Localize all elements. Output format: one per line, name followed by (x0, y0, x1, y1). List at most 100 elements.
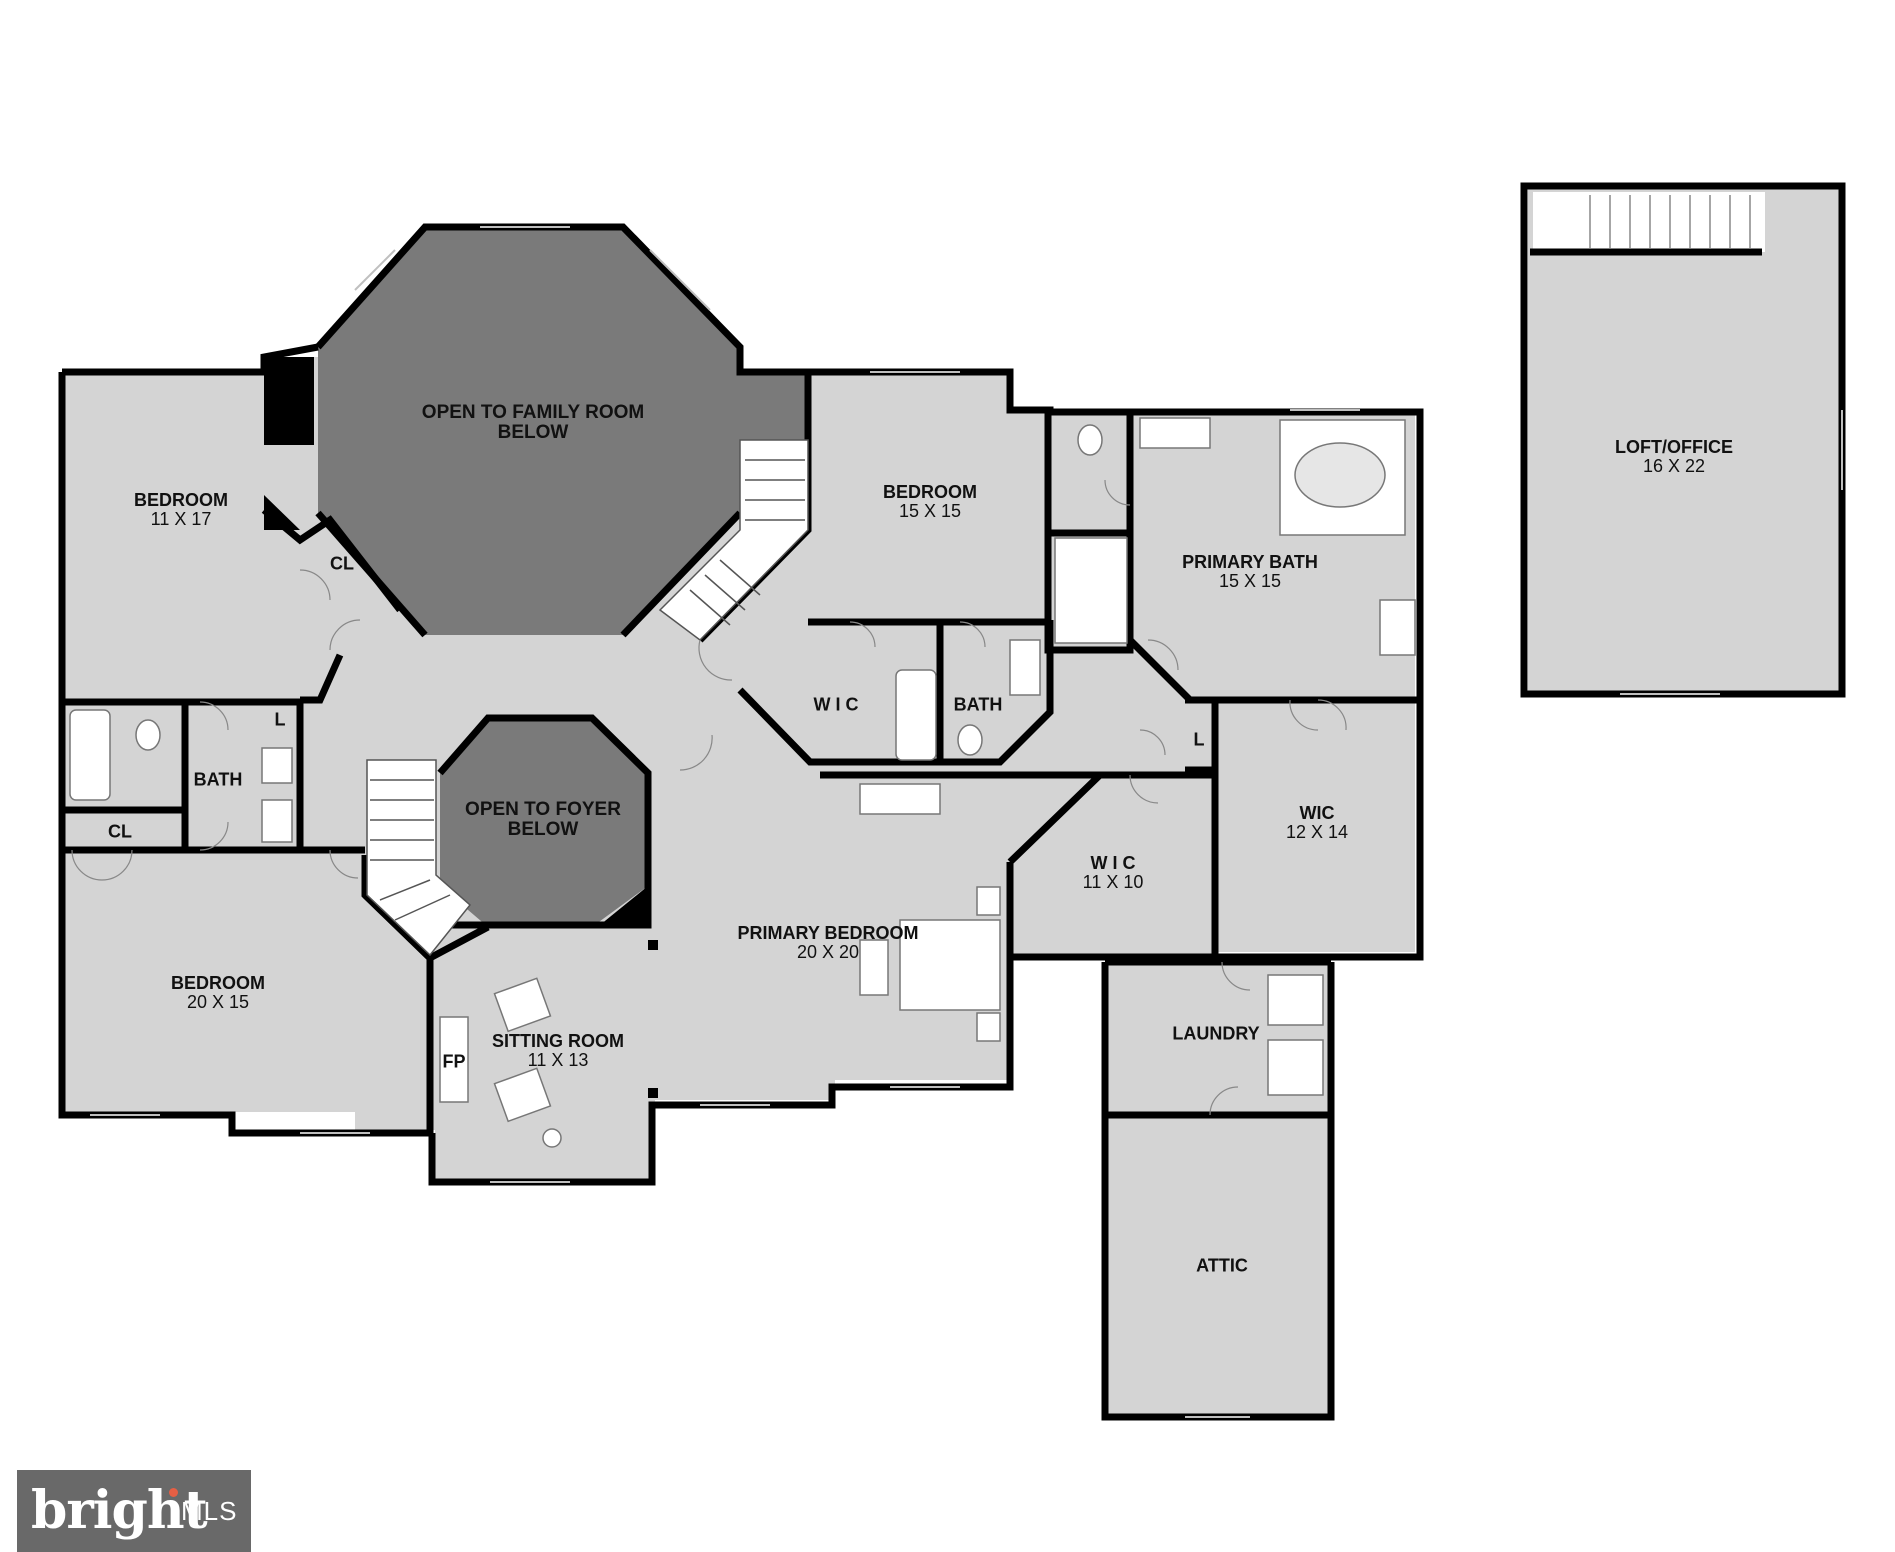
label-loft-office: LOFT/OFFICE 16 X 22 (1615, 438, 1733, 476)
label-sitting-room: SITTING ROOM 11 X 13 (492, 1032, 624, 1070)
room-dims: 20 X 15 (186, 992, 250, 1012)
label-bath-center: BATH (953, 694, 1003, 715)
label-open-to-foyer: OPEN TO FOYER BELOW (465, 800, 621, 840)
bright-mls-watermark: bright MLS (17, 1470, 251, 1552)
fireplace (439, 1016, 469, 1103)
wic-mid-walls (1006, 771, 1219, 961)
tub-basin (1294, 442, 1386, 508)
room-name: PRIMARY BEDROOM (737, 923, 919, 944)
loft-stair-treads (1589, 195, 1751, 248)
room-dims: 16 X 22 (1642, 456, 1706, 476)
label-wic-center: W I C (813, 694, 859, 715)
room-name: BATH (193, 769, 243, 790)
room-name: BEDROOM (134, 490, 228, 511)
room-name: OPEN TO FOYER (465, 799, 621, 821)
vanity-primary-right (1379, 599, 1416, 656)
watermark-suffix: MLS (181, 1496, 238, 1526)
octagon-inner-lower-right (620, 510, 743, 638)
label-wic-right: WIC 12 X 14 (1286, 804, 1348, 842)
label-bedroom-ne: BEDROOM 15 X 15 (883, 483, 977, 521)
toilet-nebath (1077, 424, 1103, 456)
label-linen-right: L (1193, 729, 1205, 750)
nw-bath-top (62, 698, 189, 854)
open-to-family-room-area (318, 227, 740, 635)
label-wic-mid: W I C 11 X 10 (1083, 854, 1144, 892)
room-name: BEDROOM (883, 482, 977, 503)
room-dims: 11 X 17 (150, 509, 212, 529)
label-bath-left: BATH (193, 769, 243, 790)
room-name-2: BELOW (497, 422, 569, 443)
windows (90, 226, 1843, 1418)
loft-stair (1533, 192, 1765, 252)
door-swings (71, 479, 1347, 1116)
staircase-upper (658, 439, 809, 641)
label-bedroom-nw: BEDROOM 11 X 17 (134, 491, 228, 529)
vanity-primary-top (1139, 417, 1211, 449)
vanity-left-1 (261, 747, 293, 784)
room-name: FP (442, 1051, 466, 1072)
room-dims: 11 X 10 (1082, 872, 1144, 892)
bed (899, 919, 1001, 1011)
fixtures (69, 417, 1416, 1148)
watermark-dot (169, 1488, 178, 1497)
label-attic: ATTIC (1196, 1255, 1248, 1276)
family-room-corner (740, 372, 808, 440)
room-dims: 15 X 15 (1218, 571, 1282, 591)
open-to-foyer-area (440, 718, 648, 927)
room-dims: 15 X 15 (898, 501, 962, 521)
room-name: LOFT/OFFICE (1615, 437, 1733, 458)
room-name: WIC (1299, 803, 1335, 824)
room-name: SITTING ROOM (492, 1031, 624, 1052)
dryer (1267, 1039, 1324, 1096)
pillars (264, 357, 658, 1098)
center-wic-wall (737, 620, 1054, 766)
label-linen-left: L (274, 709, 286, 730)
left-hall-wall (300, 653, 344, 704)
toilet-left (135, 719, 161, 751)
bathtub-center (895, 669, 937, 761)
room-name: ATTIC (1196, 1255, 1248, 1276)
armchair-2 (493, 1067, 552, 1123)
nightstand-2 (976, 1012, 1001, 1042)
room-dims: 20 X 20 (796, 942, 860, 962)
side-table (542, 1128, 562, 1148)
linen-right (1185, 696, 1219, 774)
bathtub-left (69, 709, 111, 801)
room-name: BATH (953, 694, 1003, 715)
west-outer-wall (58, 372, 432, 1137)
room-dims: 11 X 13 (527, 1050, 589, 1070)
room-name: PRIMARY BATH (1182, 552, 1318, 573)
label-bedroom-sw: BEDROOM 20 X 15 (171, 974, 265, 1012)
room-name-2: BELOW (507, 819, 579, 840)
foyer-stair-lower (362, 892, 490, 963)
vanity-left-2 (261, 799, 293, 843)
room-name: BEDROOM (171, 973, 265, 994)
room-dims: 12 X 14 (1285, 822, 1349, 842)
watermark-brand: bright (31, 1480, 208, 1541)
shower (1054, 537, 1128, 644)
label-laundry: LAUNDRY (1172, 1023, 1260, 1044)
room-name: CL (108, 821, 132, 842)
room-name: L (274, 709, 286, 730)
octagon-wall (315, 223, 1424, 961)
label-primary-bedroom: PRIMARY BEDROOM 20 X 20 (737, 924, 918, 962)
label-closet-nw: CL (330, 553, 354, 574)
walls (58, 182, 1846, 1421)
nightstand-1 (976, 886, 1001, 916)
dresser (859, 783, 941, 815)
sink-center (1009, 639, 1041, 696)
bench (859, 939, 889, 996)
staircase-foyer (366, 759, 472, 957)
armchair-1 (493, 977, 552, 1033)
room-name: W I C (1090, 853, 1136, 874)
loft-floor (1528, 187, 1840, 692)
label-closet-left: CL (108, 821, 132, 842)
room-name: W I C (813, 694, 859, 715)
label-fireplace: FP (442, 1051, 466, 1072)
room-name: CL (330, 553, 354, 574)
label-open-to-family-room: OPEN TO FAMILY ROOM BELOW (422, 403, 644, 443)
room-name: L (1193, 729, 1205, 750)
room-name: LAUNDRY (1172, 1023, 1260, 1044)
room-name: OPEN TO FAMILY ROOM (421, 402, 645, 424)
